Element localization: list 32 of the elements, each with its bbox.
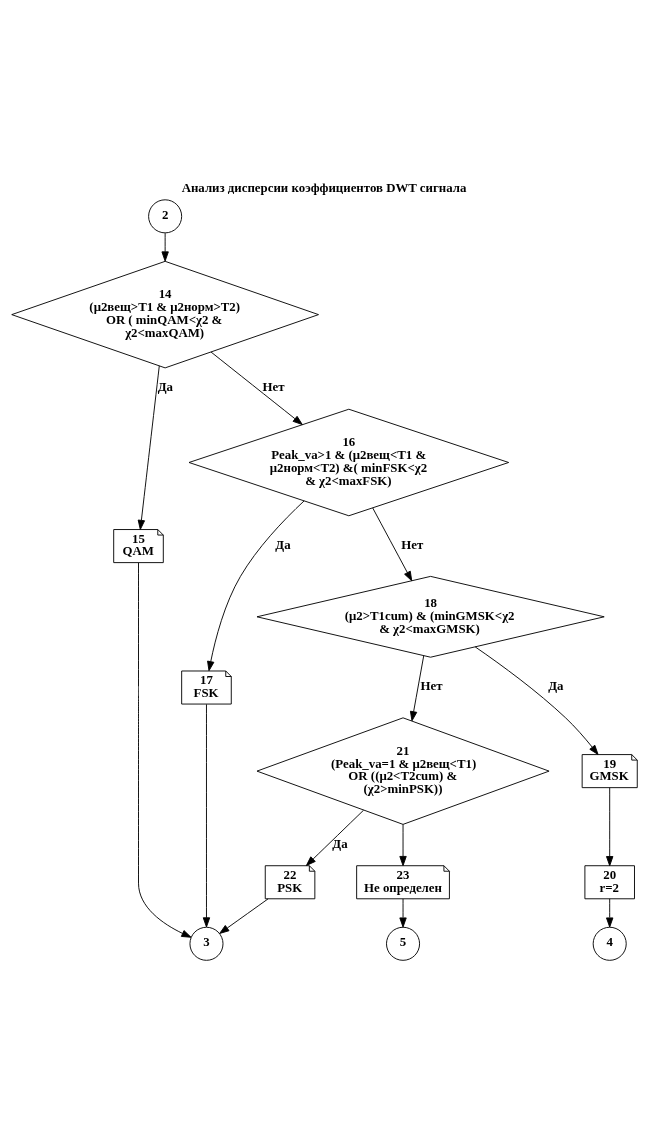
- node-circle: 3: [189, 926, 224, 961]
- edge-label: Да: [332, 836, 348, 851]
- arrow: [399, 823, 407, 866]
- arrow: [399, 897, 407, 928]
- arrow: [372, 506, 413, 581]
- edge-label: Нет: [401, 537, 424, 552]
- edge-label: Нет: [262, 379, 285, 394]
- node-diamond: 16 Peak_va>1 & (μ2вещ<T1 & μ2норм<T2) &( minFSK<χ2 & χ2<maxFSK): [188, 408, 510, 516]
- arrow: [606, 786, 614, 866]
- arrow: [606, 897, 614, 928]
- node-circle: 4: [592, 926, 627, 961]
- diagram-title: Анализ дисперсии коэффициентов DWT сигнала: [181, 180, 467, 195]
- arrow: [202, 703, 211, 927]
- edge-label: Да: [548, 678, 564, 693]
- node-diamond: 21 (Peak_va=1 & μ2вещ<T1) OR ((μ2<T2cum) & (χ2>minPSK)): [256, 716, 550, 825]
- arrow: [207, 499, 305, 671]
- arrow: [161, 232, 169, 261]
- arrow: [210, 351, 303, 425]
- edge-label: Да: [157, 379, 174, 394]
- arrow: [219, 897, 269, 934]
- arrow: [138, 561, 192, 938]
- node-diamond: 14 (μ2вещ>T1 & μ2норм>T2) OR ( minQAM<χ2 & χ2<maxQAM): [11, 260, 319, 368]
- edge-label: Нет: [420, 678, 443, 693]
- arrow: [474, 645, 599, 755]
- arrow: [409, 654, 425, 721]
- node-box: 20 r=2: [584, 864, 635, 899]
- node-circle: 2: [148, 198, 183, 233]
- arrow: [305, 809, 364, 866]
- node-circle: 5: [386, 926, 421, 961]
- node-diamond: 18 (μ2>T1cum) & (minGMSK<χ2 & χ2<maxGMSK): [256, 575, 605, 658]
- edge-label: Да: [275, 537, 291, 552]
- arrow: [137, 364, 160, 530]
